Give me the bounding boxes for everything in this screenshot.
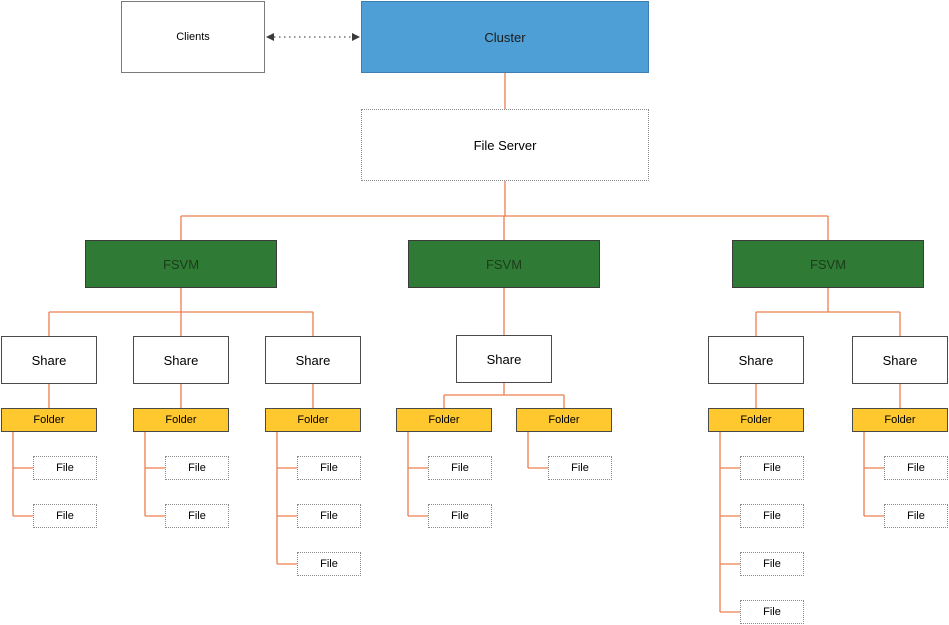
file-server-label: File Server — [473, 137, 537, 153]
clients-node: Clients — [121, 1, 265, 73]
folder-node: Folder — [852, 408, 948, 432]
file-node: File — [740, 504, 804, 528]
cluster-label: Cluster — [484, 29, 526, 45]
file-node-label: File — [763, 558, 781, 570]
share-node-label: Share — [163, 352, 199, 368]
folder-node: Folder — [1, 408, 97, 432]
file-node: File — [297, 552, 361, 576]
share-node-label: Share — [882, 352, 918, 368]
file-node-label: File — [56, 510, 74, 522]
share-node: Share — [1, 336, 97, 384]
file-node-label: File — [188, 510, 206, 522]
file-node-label: File — [451, 510, 469, 522]
file-node: File — [297, 504, 361, 528]
share-node: Share — [456, 335, 552, 383]
folder-node-label: Folder — [165, 414, 197, 426]
file-node: File — [740, 456, 804, 480]
folder-node-label: Folder — [428, 414, 460, 426]
share-node: Share — [708, 336, 804, 384]
folder-node-label: Folder — [740, 414, 772, 426]
fsvm-node: FSVM — [85, 240, 277, 288]
folder-node-label: Folder — [548, 414, 580, 426]
file-node: File — [33, 456, 97, 480]
file-node: File — [740, 600, 804, 624]
fsvm-node-label: FSVM — [809, 256, 847, 272]
folder-node-label: Folder — [884, 414, 916, 426]
file-node: File — [165, 456, 229, 480]
fsvm-node: FSVM — [732, 240, 924, 288]
clients-label: Clients — [176, 31, 210, 43]
folder-node: Folder — [133, 408, 229, 432]
file-node: File — [884, 504, 948, 528]
fsvm-node: FSVM — [408, 240, 600, 288]
share-node: Share — [133, 336, 229, 384]
file-node: File — [428, 456, 492, 480]
file-node-label: File — [907, 462, 925, 474]
share-node: Share — [265, 336, 361, 384]
file-node-label: File — [763, 510, 781, 522]
file-node-label: File — [56, 462, 74, 474]
folder-node-label: Folder — [297, 414, 329, 426]
file-node: File — [740, 552, 804, 576]
file-node-label: File — [907, 510, 925, 522]
file-node-label: File — [451, 462, 469, 474]
folder-node-label: Folder — [33, 414, 65, 426]
file-node: File — [165, 504, 229, 528]
file-node-label: File — [571, 462, 589, 474]
cluster-node: Cluster — [361, 1, 649, 73]
share-node-label: Share — [486, 351, 522, 367]
arrowhead-left-icon — [266, 33, 274, 41]
folder-node: Folder — [516, 408, 612, 432]
share-node-label: Share — [738, 352, 774, 368]
file-node-label: File — [320, 510, 338, 522]
folder-node: Folder — [708, 408, 804, 432]
fsvm-node-label: FSVM — [162, 256, 200, 272]
file-node-label: File — [763, 462, 781, 474]
file-node-label: File — [320, 462, 338, 474]
file-node-label: File — [188, 462, 206, 474]
file-node: File — [297, 456, 361, 480]
file-node: File — [884, 456, 948, 480]
fsvm-node-label: FSVM — [485, 256, 523, 272]
share-node: Share — [852, 336, 948, 384]
folder-node: Folder — [265, 408, 361, 432]
file-node: File — [428, 504, 492, 528]
folder-node: Folder — [396, 408, 492, 432]
file-node-label: File — [320, 558, 338, 570]
share-node-label: Share — [295, 352, 331, 368]
file-server-node: File Server — [361, 109, 649, 181]
arrowhead-right-icon — [352, 33, 360, 41]
file-node: File — [548, 456, 612, 480]
file-node: File — [33, 504, 97, 528]
file-node-label: File — [763, 606, 781, 618]
share-node-label: Share — [31, 352, 67, 368]
